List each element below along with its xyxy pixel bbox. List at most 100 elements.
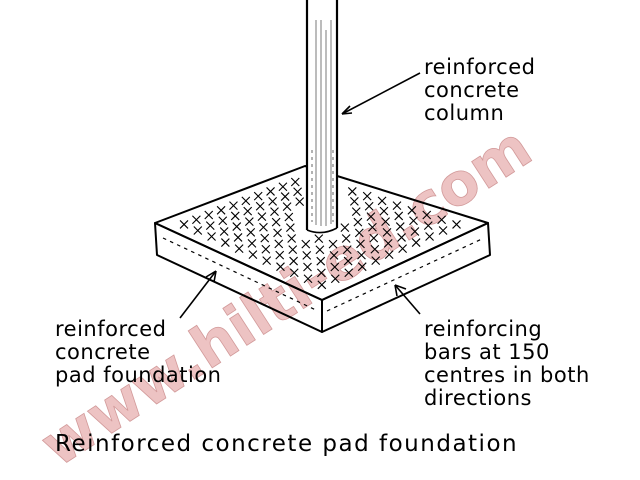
rebar-dash: [341, 302, 345, 305]
rebar-cross: [350, 197, 359, 206]
rebar-cross: [289, 268, 299, 278]
rebar-cross: [364, 201, 374, 211]
watermark: www.hilti-ed.com: [29, 113, 544, 480]
rebar-cross: [276, 262, 285, 272]
rebar-cross: [347, 187, 357, 196]
rebar-cross: [315, 245, 325, 255]
pad-label-line: pad foundation: [55, 363, 222, 387]
rebar-dash: [282, 293, 287, 297]
rebar-cross: [192, 215, 201, 225]
rebar-dash: [197, 254, 202, 257]
rebar-cross: [369, 233, 379, 243]
rebar-dash: [462, 245, 467, 249]
rebar-cross: [351, 207, 361, 217]
rebar-cross: [271, 217, 281, 227]
rebar-cross: [341, 234, 351, 243]
rebar-cross: [392, 201, 402, 210]
rebar-cross: [253, 191, 263, 201]
rebar-dash: [455, 249, 459, 252]
bars-label-line: bars at 150: [424, 340, 550, 364]
rebar-cross: [354, 228, 364, 238]
rebar-cross: [340, 223, 350, 233]
rebar-cross: [330, 262, 340, 272]
rebar-dash: [176, 244, 181, 247]
concrete-column: [305, 0, 339, 234]
rebar-cross: [284, 212, 294, 222]
rebar-cross: [362, 191, 372, 201]
rebar-cross: [316, 256, 326, 266]
column-label-line: column: [424, 101, 505, 125]
rebar-dash: [469, 242, 474, 246]
rebar-cross: [219, 227, 229, 236]
leader-arrows: [179, 72, 421, 319]
rebar-dash: [247, 277, 251, 280]
rebar-dash: [376, 285, 381, 289]
bars-leader: [394, 284, 421, 315]
rebar-cross: [353, 217, 363, 227]
rebar-cross: [255, 201, 265, 211]
rebar-dash: [333, 305, 338, 309]
rebar-cross: [423, 221, 433, 231]
rebar-cross: [437, 215, 447, 225]
rebar-cross: [179, 220, 189, 229]
rebar-dash: [212, 260, 216, 264]
pad-leader: [179, 270, 217, 319]
column-label-line: concrete: [424, 78, 520, 102]
rebar-dash: [268, 287, 273, 290]
rebar-dash: [426, 262, 431, 266]
rebar-cross: [329, 251, 339, 260]
rebar-cross: [452, 220, 461, 229]
reinforcing-bar-grid: [179, 177, 461, 290]
rebar-cross: [293, 187, 302, 197]
rebar-cross: [282, 202, 292, 212]
pad-label-line: concrete: [55, 340, 151, 364]
rebar-dash: [419, 265, 424, 269]
rebar-cross: [205, 221, 215, 231]
diagram-caption: Reinforced concrete pad foundation: [55, 431, 519, 457]
rebar-cross: [288, 245, 298, 255]
rebar-dash: [326, 308, 331, 312]
rebar-cross: [230, 211, 240, 221]
rebar-cross: [343, 256, 353, 266]
rebar-cross: [330, 274, 340, 284]
rebar-dash: [362, 292, 367, 295]
rebar-cross: [248, 250, 258, 260]
bars-label-line: centres in both: [424, 363, 590, 387]
rebar-cross: [244, 217, 254, 226]
rebar-cross: [379, 206, 389, 216]
rebar-cross: [438, 226, 448, 235]
rebar-cross: [273, 228, 282, 238]
rebar-cross: [409, 216, 418, 226]
rebar-dash: [348, 299, 352, 302]
rebar-cross: [395, 222, 405, 231]
rebar-cross: [398, 244, 408, 253]
rebar-cross: [262, 256, 272, 266]
rebar-cross: [287, 234, 297, 243]
rebar-cross: [257, 212, 267, 221]
rebar-cross: [384, 250, 394, 260]
bars-label-line: directions: [424, 386, 532, 410]
rebar-dash: [476, 239, 481, 242]
rebar-dash: [205, 257, 209, 260]
rebar-cross: [246, 227, 256, 237]
rebar-dash: [433, 259, 438, 262]
rebar-cross: [425, 232, 434, 241]
rebar-cross: [383, 238, 393, 248]
rebar-dash: [412, 269, 417, 272]
rebar-cross: [370, 244, 380, 254]
rebar-cross: [274, 239, 284, 249]
rebar-dash: [240, 273, 244, 277]
rebar-dash: [275, 290, 280, 294]
rebar-cross: [207, 232, 216, 241]
rebar-cross: [285, 223, 295, 233]
rebar-cross: [394, 211, 404, 221]
rebar-dash: [261, 283, 266, 287]
rebar-dash: [219, 264, 223, 267]
rebar-cross: [342, 245, 352, 255]
rebar-cross: [233, 233, 243, 242]
rebar-dash: [369, 289, 374, 292]
rebar-cross: [234, 244, 244, 253]
rebar-cross: [357, 250, 366, 260]
